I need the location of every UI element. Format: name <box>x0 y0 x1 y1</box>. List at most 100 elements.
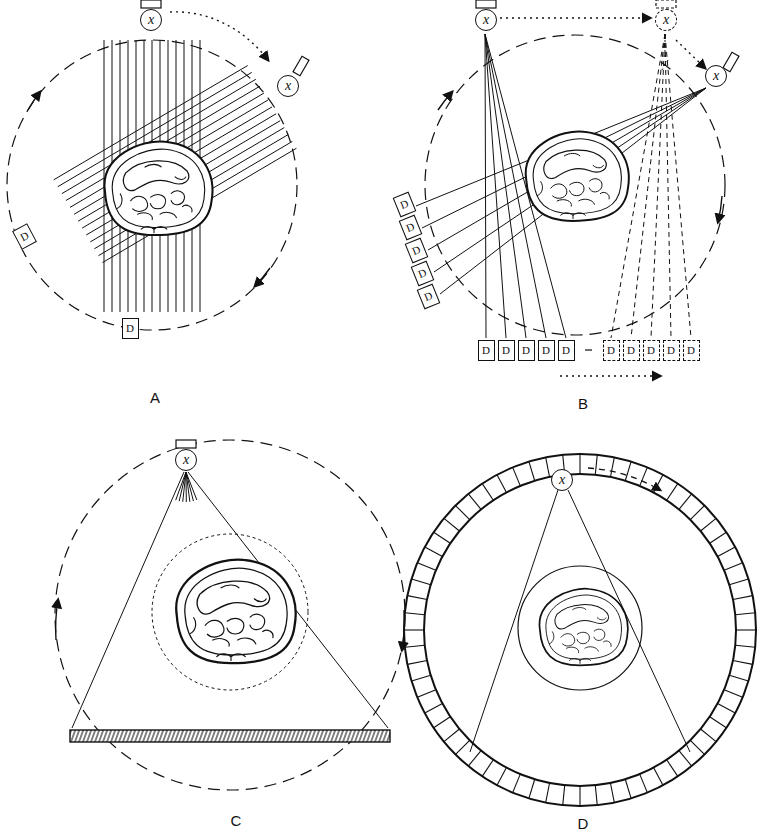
detector-label: D <box>18 229 30 242</box>
beam-ray <box>718 547 736 556</box>
detector-box: D <box>683 340 700 361</box>
beam-ray <box>595 455 597 475</box>
beam-ray <box>513 774 521 792</box>
beam-ray <box>513 467 521 485</box>
detector-label: D <box>404 220 415 233</box>
beam-ray <box>183 472 186 502</box>
beam-ray <box>579 454 580 474</box>
detector-box: D <box>518 340 535 361</box>
xray-tube: x <box>705 65 727 87</box>
detector-label: D <box>416 266 427 279</box>
beam-ray <box>701 729 716 742</box>
beam-ray <box>94 134 288 248</box>
beam-ray <box>679 494 692 509</box>
beam-ray <box>631 34 665 338</box>
detector-box: D <box>623 340 640 361</box>
beam-ray <box>428 88 706 250</box>
panel-label: B <box>578 396 588 411</box>
detector-label: D <box>522 345 530 356</box>
detector-box: D <box>416 283 440 309</box>
beam-ray <box>407 596 427 600</box>
detector-label: D <box>398 197 409 210</box>
beam-ray <box>412 675 431 681</box>
beam-ray <box>733 596 753 600</box>
detector-box: D <box>603 340 620 361</box>
beam-ray <box>595 785 597 805</box>
beam-ray <box>733 660 753 664</box>
detector-box: D <box>410 260 434 286</box>
beam-ray <box>468 751 481 766</box>
beam-ray <box>735 613 755 615</box>
detector-label: D <box>627 345 635 356</box>
beam-ray <box>425 704 443 713</box>
beam-ray <box>579 786 580 806</box>
beam-ray <box>407 660 427 664</box>
detector-label: D <box>607 345 615 356</box>
beam-ray <box>405 645 425 647</box>
beam-ray <box>404 629 424 630</box>
beam-ray <box>701 518 716 531</box>
beam-ray <box>425 547 443 556</box>
tube-label: x <box>285 79 291 93</box>
tube-label: x <box>148 13 154 27</box>
beam-ray <box>497 475 506 493</box>
xray-tube: x <box>277 75 299 97</box>
xray-tube: x <box>655 9 677 31</box>
beam-ray <box>724 690 742 698</box>
detector-box: D <box>12 223 37 250</box>
beam-ray <box>736 629 756 630</box>
beam-ray <box>186 472 197 500</box>
tube-label: x <box>663 13 669 27</box>
xray-tube: x <box>475 9 497 31</box>
beam-ray <box>485 34 506 338</box>
beam-ray <box>497 768 506 786</box>
beam-ray <box>456 740 470 754</box>
detector-box: D <box>643 340 660 361</box>
beam-ray <box>440 88 706 294</box>
beam-ray <box>654 475 663 493</box>
beam-ray <box>482 484 493 501</box>
detector-label: D <box>562 345 570 356</box>
detector-label: D <box>482 345 490 356</box>
beam-ray <box>710 532 727 543</box>
detector-label: D <box>422 289 433 302</box>
beam-ray <box>654 768 663 786</box>
tube-label: x <box>713 69 719 83</box>
beam-ray <box>417 690 435 698</box>
detector-box: D <box>122 318 139 339</box>
beam-ray <box>90 128 284 242</box>
beam-ray <box>667 760 678 777</box>
tube-label: x <box>483 13 489 27</box>
detector-label: D <box>126 323 134 334</box>
detector-label: D <box>410 243 421 256</box>
detector-label: D <box>667 345 675 356</box>
beam-ray <box>729 579 748 585</box>
detector-box: D <box>538 340 555 361</box>
panel-label: A <box>150 390 160 405</box>
beam-ray <box>529 462 535 481</box>
beam-ray <box>485 34 486 338</box>
beam-ray <box>625 462 631 481</box>
panel-label: C <box>231 813 242 828</box>
beam-ray <box>434 532 451 543</box>
detector-label: D <box>687 345 695 356</box>
beam-ray <box>667 484 678 501</box>
detector-box: D <box>392 191 416 217</box>
detector-label: D <box>647 345 655 356</box>
beam-ray <box>665 34 691 338</box>
beam-ray <box>72 472 184 728</box>
beam-ray <box>546 783 550 803</box>
detector-box: D <box>498 340 515 361</box>
detector-label: D <box>502 345 510 356</box>
beam-ray <box>405 613 425 615</box>
xray-tube: x <box>140 9 162 31</box>
beam-ray <box>434 717 451 728</box>
beam-ray <box>610 783 614 803</box>
beam-ray <box>690 506 704 520</box>
beam-ray <box>546 457 550 477</box>
tube-label: x <box>559 473 565 487</box>
tube-label: x <box>183 453 189 467</box>
detector-box: D <box>478 340 495 361</box>
detector-box: D <box>398 214 422 240</box>
